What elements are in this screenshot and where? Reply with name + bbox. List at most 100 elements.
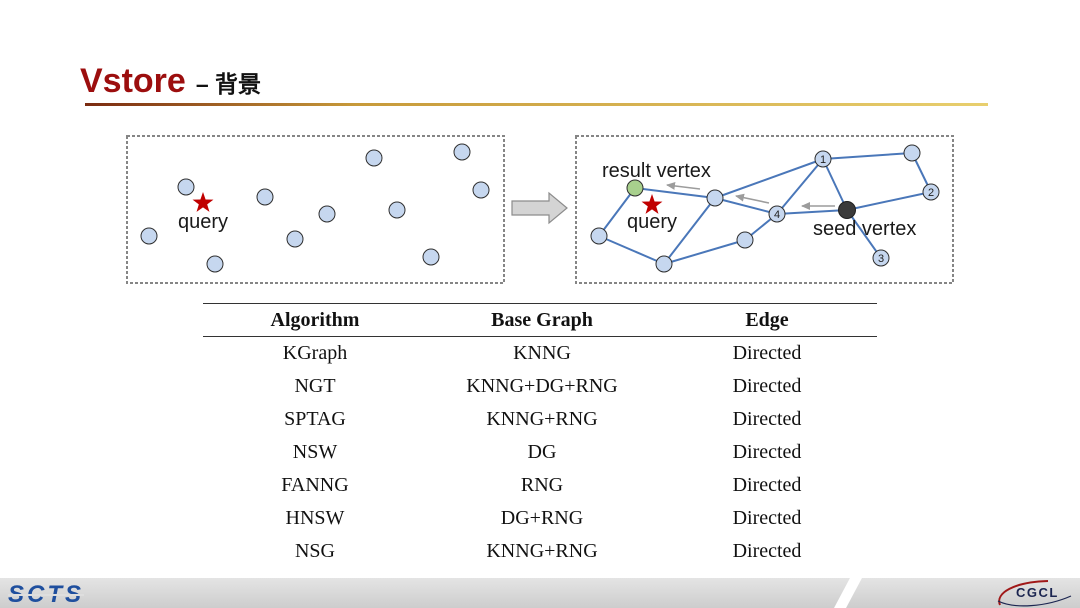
table-row: KGraph KNNG Directed — [203, 337, 877, 371]
cell-edge: Directed — [732, 474, 802, 496]
cell-algorithm: FANNG — [281, 474, 349, 496]
node-number: 2 — [928, 187, 934, 199]
cell-algorithm: SPTAG — [284, 408, 346, 430]
table-body: KGraph KNNG Directed NGT KNNG+DG+RNG Dir… — [203, 337, 877, 569]
data-point — [318, 205, 336, 223]
query-label: query — [627, 211, 677, 233]
column-header-edge: Edge — [657, 303, 877, 337]
star-icon — [641, 194, 663, 214]
cell-edge: Directed — [732, 540, 802, 562]
footer-divider-stripe — [832, 578, 864, 608]
data-point — [472, 181, 490, 199]
cell-edge: Directed — [732, 408, 802, 430]
result-vertex-label: result vertex — [602, 160, 711, 182]
cell-base-graph: RNG — [520, 474, 564, 496]
graph-nodes: 1 2 3 4 — [590, 144, 940, 273]
cell-algorithm: NSG — [294, 540, 335, 562]
diagram-frame — [575, 135, 954, 284]
graph-node — [706, 189, 724, 207]
graph-edge — [846, 191, 932, 211]
graph-edge — [714, 197, 778, 215]
column-header-algorithm: Algorithm — [203, 303, 427, 337]
data-point — [177, 178, 195, 196]
data-point — [256, 188, 274, 206]
data-point — [286, 230, 304, 248]
query-label: query — [178, 211, 228, 233]
graph-edge — [663, 197, 716, 265]
diagram-frame — [126, 135, 505, 284]
graph-edge — [776, 158, 824, 215]
graph-node — [736, 231, 754, 249]
cell-edge: Directed — [732, 375, 802, 397]
table-row: NSW DG Directed — [203, 436, 877, 469]
algorithm-table: Algorithm Base Graph Edge KGraph KNNG Di… — [203, 303, 877, 568]
graph-edge — [846, 209, 882, 259]
cell-base-graph: KNNG+RNG — [486, 540, 598, 562]
seed-vertex-label: seed vertex — [813, 218, 916, 240]
data-point — [453, 143, 471, 161]
table-row: HNSW DG+RNG Directed — [203, 502, 877, 535]
table-header: Algorithm Base Graph Edge — [203, 303, 877, 337]
title-suffix: – 背景 — [195, 71, 262, 97]
node-number: 3 — [878, 253, 884, 265]
star-icon — [192, 192, 214, 212]
data-points-diagram: query — [126, 135, 505, 284]
cell-edge: Directed — [732, 441, 802, 463]
table-row: SPTAG KNNG+RNG Directed — [203, 403, 877, 436]
cell-base-graph: KNNG+DG+RNG — [466, 375, 618, 397]
cell-edge: Directed — [732, 342, 802, 364]
column-header-base-graph: Base Graph — [427, 303, 657, 337]
graph-node — [872, 249, 890, 267]
slide-title: Vstore – 背景 — [80, 61, 261, 108]
graph-node-4: 4 — [768, 205, 786, 223]
seed-vertex-node — [838, 201, 856, 219]
graph-edge — [822, 158, 848, 211]
graph-search-diagram: 1 2 3 4 result vertex query seed vertex — [575, 135, 954, 284]
cell-algorithm: NGT — [294, 375, 336, 397]
graph-node — [768, 205, 786, 223]
graph-node — [903, 144, 921, 162]
graph-node-3: 3 — [872, 249, 890, 267]
node-number: 1 — [820, 154, 826, 166]
table-row: NSG KNNG+RNG Directed — [203, 535, 877, 568]
data-point — [365, 149, 383, 167]
graph-edge — [663, 239, 746, 265]
graph-edge — [598, 235, 665, 265]
node-number: 4 — [774, 209, 780, 221]
graph-edge — [714, 158, 824, 199]
cell-base-graph: KNNG+RNG — [486, 408, 598, 430]
cell-edge: Directed — [732, 507, 802, 529]
graph-edge — [598, 187, 636, 237]
graph-node — [922, 183, 940, 201]
right-arrow-icon — [511, 191, 568, 225]
graph-node — [590, 227, 608, 245]
data-point — [140, 227, 158, 245]
cell-base-graph: DG+RNG — [500, 507, 584, 529]
search-path-arrow — [666, 181, 701, 190]
cell-algorithm: KGraph — [282, 342, 348, 364]
scts-logo-band — [8, 594, 84, 596]
data-point — [206, 255, 224, 273]
cgcl-logo-text: CGCL — [1016, 585, 1059, 600]
result-vertex-node — [626, 179, 644, 197]
graph-edge — [822, 152, 913, 160]
search-path-arrow — [735, 193, 770, 204]
title-underline — [85, 103, 988, 106]
table-row: FANNG RNG Directed — [203, 469, 877, 502]
table-row: NGT KNNG+DG+RNG Directed — [203, 370, 877, 403]
cgcl-swoosh-icon — [997, 580, 1072, 607]
footer-bar: SCTS CGCL — [0, 578, 1080, 608]
search-path-arrows — [666, 181, 835, 210]
data-point — [422, 248, 440, 266]
data-point — [388, 201, 406, 219]
graph-node-1: 1 — [814, 150, 832, 168]
table-header-row: Algorithm Base Graph Edge — [203, 303, 877, 337]
graph-edge — [776, 209, 848, 215]
cell-base-graph: KNNG — [513, 342, 571, 364]
title-main: Vstore — [80, 62, 186, 100]
graph-edge — [634, 187, 716, 199]
cgcl-logo: CGCL — [994, 578, 1074, 608]
cell-base-graph: DG — [527, 441, 557, 463]
cell-algorithm: HNSW — [285, 507, 345, 529]
